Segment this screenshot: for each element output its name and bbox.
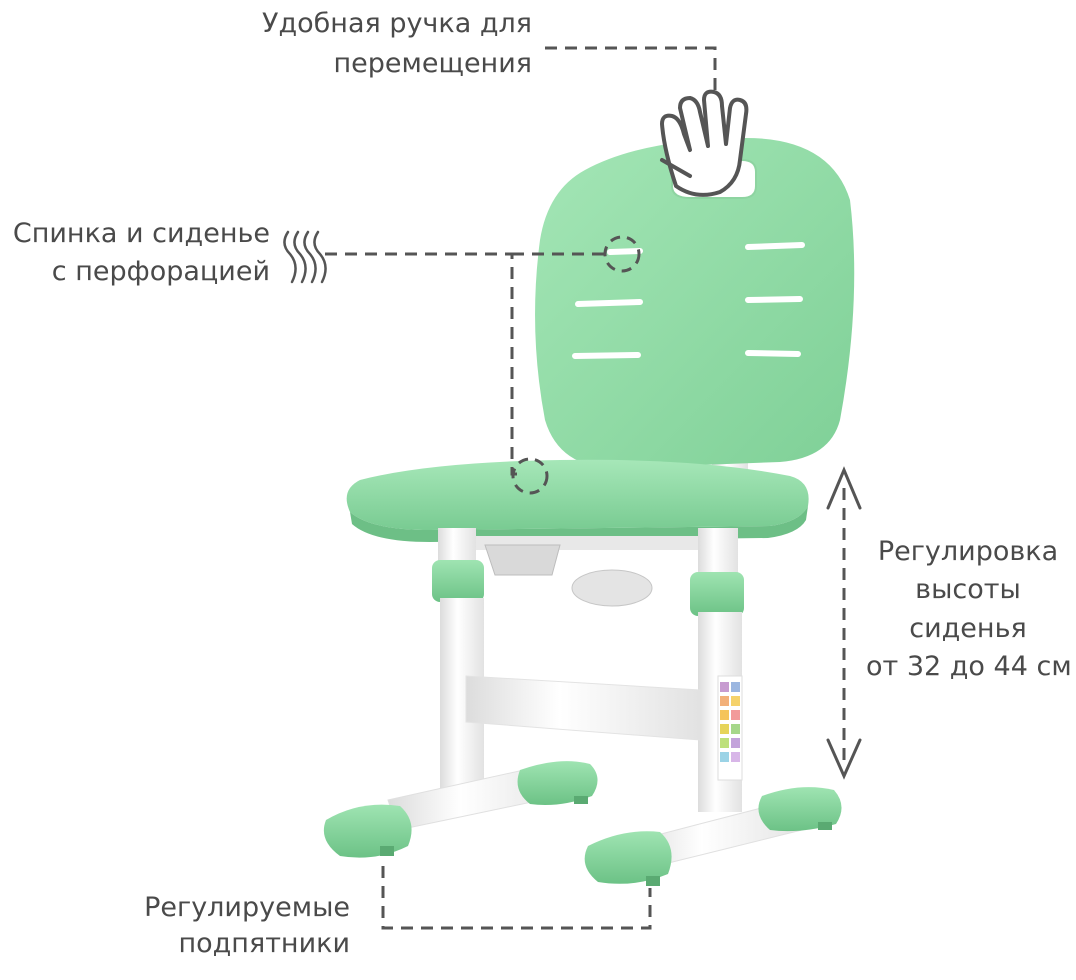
callout-lines [325,46,846,930]
crossbar [465,675,701,741]
feet-callout-line [381,866,652,930]
right-leg-upper [698,528,738,578]
height-arrows [826,466,862,780]
perforation-callout-label: Спинка и сиденье с перфорацией [0,218,270,289]
feet-callout-label: Регулируемые подпятники [100,892,350,961]
perforation-marker-seat [511,457,549,495]
height-callout-label: Регулировка высоты сиденья от 32 до 44 с… [866,536,1072,684]
seat-mechanism [484,544,561,576]
height-knob [571,569,653,607]
right-leg-collar [690,572,744,616]
left-leg-collar [432,560,484,602]
backrest [535,137,855,469]
height-label-line4: от 32 до 44 см [866,651,1072,683]
height-label-line2: высоты [915,574,1021,606]
feet [323,761,842,886]
feet-label-line1: Регулируемые [144,892,350,923]
height-scale-sticker [717,675,743,781]
perforation-label-line2: с перфорацией [51,256,270,288]
wave-lines-icon [283,230,327,284]
chair [323,137,855,886]
handle-label-line1: Удобная ручка для [262,8,532,39]
handle-callout-label: Удобная ручка для перемещения [230,8,532,81]
perforation-callout-line [325,252,522,476]
height-label-line1: Регулировка [877,536,1059,567]
height-label-line3: сиденья [909,612,1027,644]
handle-callout-line [545,46,717,100]
backrest-perforation [572,242,805,359]
perforation-label-line1: Спинка и сиденье [12,218,270,249]
perforation-marker-back [603,235,641,273]
hand-icon [660,89,749,197]
seat [346,459,809,530]
feet-label-line2: подпятники [178,928,350,960]
handle-label-line2: перемещения [333,48,532,80]
